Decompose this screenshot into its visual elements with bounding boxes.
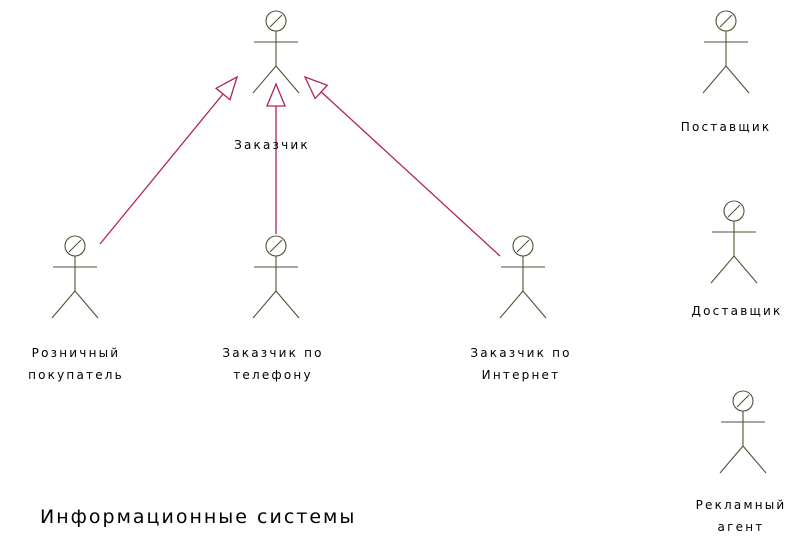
generalization-arrowhead	[266, 82, 286, 107]
generalization-internet-to-customer	[303, 75, 501, 257]
actor-leg-right	[725, 65, 750, 94]
actor-head-slash	[736, 394, 750, 408]
actor-leg-left	[702, 65, 727, 94]
actor-phone	[252, 235, 300, 319]
actor-label-line: Заказчик по	[470, 346, 572, 360]
actor-head-slash	[269, 14, 283, 28]
actor-retail	[51, 235, 99, 319]
actor-ad_agent	[719, 390, 767, 474]
generalization-layer	[99, 75, 501, 257]
actor-label-supplier: Поставщик	[681, 116, 772, 138]
actor-leg-left	[252, 290, 277, 319]
actor-label-ad-agent: Рекламный агент	[696, 494, 787, 538]
actor-label-line: Заказчик по	[222, 346, 324, 360]
actor-supplier	[702, 10, 750, 94]
actor-label-delivery: Доставщик	[692, 300, 783, 322]
actor-head-slash	[727, 204, 741, 218]
generalization-arrowhead	[214, 75, 239, 101]
actor-label-internet: Заказчик по Интернет	[470, 342, 571, 386]
actor-label-line: агент	[717, 520, 765, 534]
generalization-line	[99, 93, 224, 245]
actor-label-line: Рекламный	[695, 498, 787, 512]
actor-leg-right	[275, 65, 300, 94]
actor-label-line: Заказчик	[234, 138, 310, 152]
actor-leg-right	[733, 255, 758, 284]
actor-leg-right	[742, 445, 767, 474]
actor-leg-left	[51, 290, 76, 319]
actor-leg-left	[499, 290, 524, 319]
generalization-line	[320, 91, 501, 257]
actor-head-slash	[719, 14, 733, 28]
actor-head-slash	[269, 239, 283, 253]
actor-leg-right	[74, 290, 99, 319]
actor-label-line: телефону	[233, 368, 313, 382]
actor-label-line: Интернет	[481, 368, 561, 382]
actor-head-slash	[516, 239, 530, 253]
actor-delivery	[710, 200, 758, 284]
actor-label-line: Доставщик	[691, 304, 783, 318]
actor-label-customer: Заказчик	[234, 134, 310, 156]
actor-head-slash	[68, 239, 82, 253]
actor-leg-left	[252, 65, 277, 94]
actor-label-retail: Розничный покупатель	[28, 342, 124, 386]
generalization-arrowhead	[303, 75, 329, 100]
actor-label-line: покупатель	[28, 368, 124, 382]
actor-leg-right	[275, 290, 300, 319]
actor-customer	[252, 10, 300, 94]
actor-label-line: Розничный	[31, 346, 121, 360]
actor-leg-right	[522, 290, 547, 319]
actor-label-phone: Заказчик по телефону	[222, 342, 323, 386]
actor-leg-left	[719, 445, 744, 474]
actor-layer	[51, 10, 767, 474]
actor-leg-left	[710, 255, 735, 284]
footer-caption: Информационные системы	[40, 506, 357, 528]
actor-internet	[499, 235, 547, 319]
generalization-phone-to-customer	[266, 82, 286, 234]
actor-label-line: Поставщик	[680, 120, 772, 134]
generalization-retail-to-customer	[99, 75, 239, 245]
